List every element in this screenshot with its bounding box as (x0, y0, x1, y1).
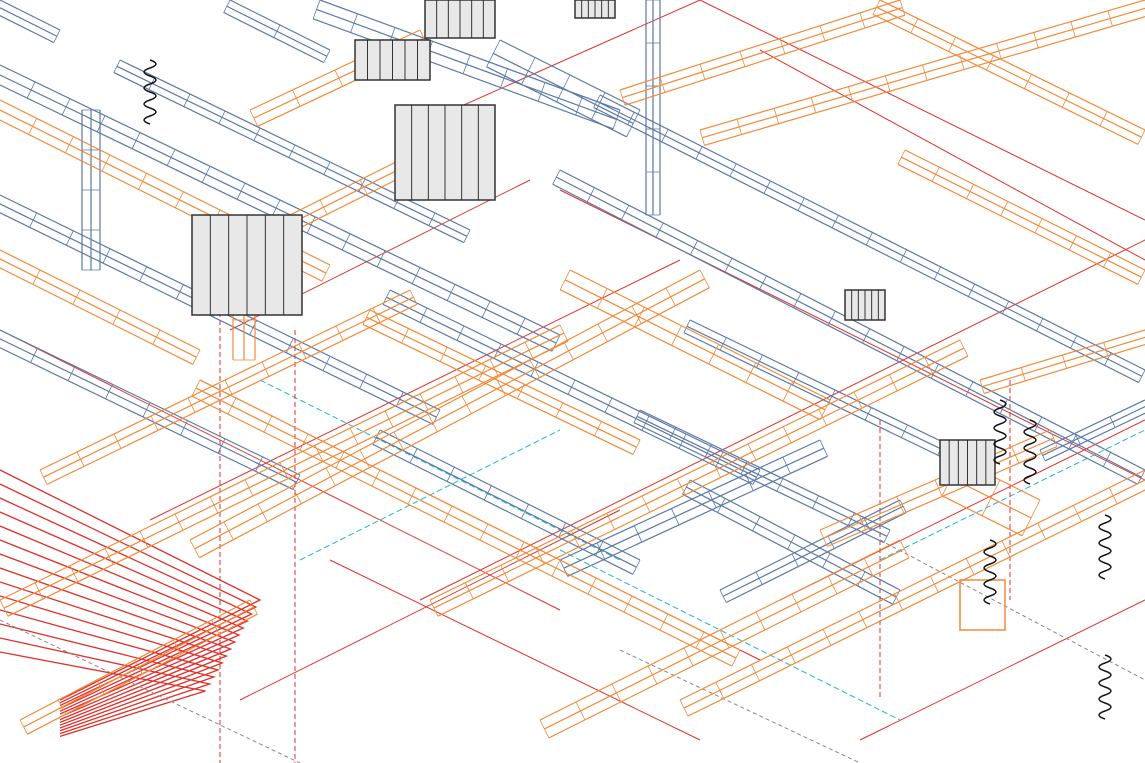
drain-pipe (619, 649, 861, 763)
supply-duct (979, 329, 1145, 394)
supply-duct-joints (0, 324, 569, 617)
return-duct (559, 439, 828, 577)
cold-water-pipe (259, 379, 621, 561)
return-duct-joints (1039, 400, 1145, 462)
flexible-hose-coil (983, 539, 997, 605)
supply-duct-joints (872, 0, 1145, 145)
cold-water-pipe (559, 549, 901, 721)
drain-pipe (0, 619, 301, 763)
terminal-box (959, 579, 1006, 631)
radiant-floor-heating-loops (0, 469, 262, 738)
return-duct-joints (552, 169, 1145, 485)
return-duct-joints (646, 0, 660, 216)
return-duct (0, 0, 61, 44)
hot-water-pipe (759, 49, 1145, 261)
supply-duct (897, 149, 1145, 285)
hot-water-pipe (149, 259, 681, 521)
return-duct-joints (559, 439, 828, 577)
supply-duct-joints (39, 289, 418, 485)
supply-duct-joints (979, 330, 1145, 394)
return-duct-joints (0, 65, 561, 352)
supply-duct (362, 309, 641, 455)
hot-water-pipe (429, 0, 701, 121)
hot-water-pipe (419, 239, 1145, 601)
hot-water-pipe (329, 559, 701, 741)
supply-duct-joints (189, 269, 710, 558)
return-duct (552, 169, 1145, 485)
supply-duct-joints (249, 29, 429, 127)
return-duct-joints (486, 39, 641, 138)
flexible-hose-coil (1098, 654, 1112, 720)
return-duct-joints (683, 319, 981, 473)
supply-duct-joints (559, 269, 831, 420)
supply-duct-joints (19, 599, 258, 735)
supply-duct (619, 0, 906, 106)
supply-duct (189, 269, 710, 559)
hot-water-pipe (239, 509, 621, 701)
exhaust-fan-fins (851, 290, 879, 320)
drain-pipe (879, 539, 1145, 681)
supply-duct (679, 469, 1145, 717)
supply-duct-joints (362, 309, 641, 455)
return-duct-joints (0, 195, 441, 425)
flexible-hose-coil (1023, 419, 1037, 485)
supply-duct-joints (429, 339, 969, 617)
supply-duct (559, 269, 831, 421)
supply-duct (429, 339, 969, 617)
return-duct-joints (82, 109, 100, 271)
return-duct (645, 0, 661, 215)
supply-duct-joints (699, 0, 1145, 146)
return-duct-joints (382, 289, 761, 485)
supply-duct-joints (679, 470, 1145, 717)
flexible-hose-coil (143, 59, 157, 125)
return-duct (1039, 399, 1145, 462)
supply-duct (191, 379, 741, 667)
return-duct-joints (0, 330, 301, 490)
supply-duct-joints (619, 0, 906, 106)
return-duct-joints (223, 0, 331, 63)
return-duct-joints (0, 0, 61, 43)
return-duct-joints (719, 499, 907, 603)
supply-duct (699, 0, 1145, 146)
return-duct-joints (633, 409, 891, 543)
air-handling-unit-fins (411, 105, 479, 200)
fan-coil-unit-fins (367, 40, 418, 80)
supply-duct-joints (539, 539, 910, 739)
flexible-hose-coil (993, 399, 1007, 465)
supply-duct (0, 249, 201, 365)
supply-duct-layer (0, 0, 1145, 739)
return-duct (633, 409, 891, 544)
fan-coil-unit-fins (581, 0, 609, 18)
air-handling-unit-fins (209, 215, 285, 315)
cold-water-pipe (879, 429, 1145, 561)
equipment-layer (143, 0, 1112, 720)
return-duct (372, 429, 641, 575)
fan-coil-unit-fins (948, 440, 987, 485)
flexible-hose-coil (1098, 514, 1112, 580)
heating-loop (0, 469, 262, 738)
fan-coil-unit-fins (436, 0, 484, 38)
hot-water-pipe (0, 329, 561, 611)
return-duct-joints (372, 429, 641, 575)
return-duct-layer (0, 0, 1145, 605)
supply-duct-joints (897, 149, 1145, 285)
hot-water-pipe (859, 599, 1145, 741)
hot-water-pipe (699, 0, 1145, 221)
supply-duct-joints (0, 250, 201, 365)
supply-duct (872, 0, 1145, 145)
